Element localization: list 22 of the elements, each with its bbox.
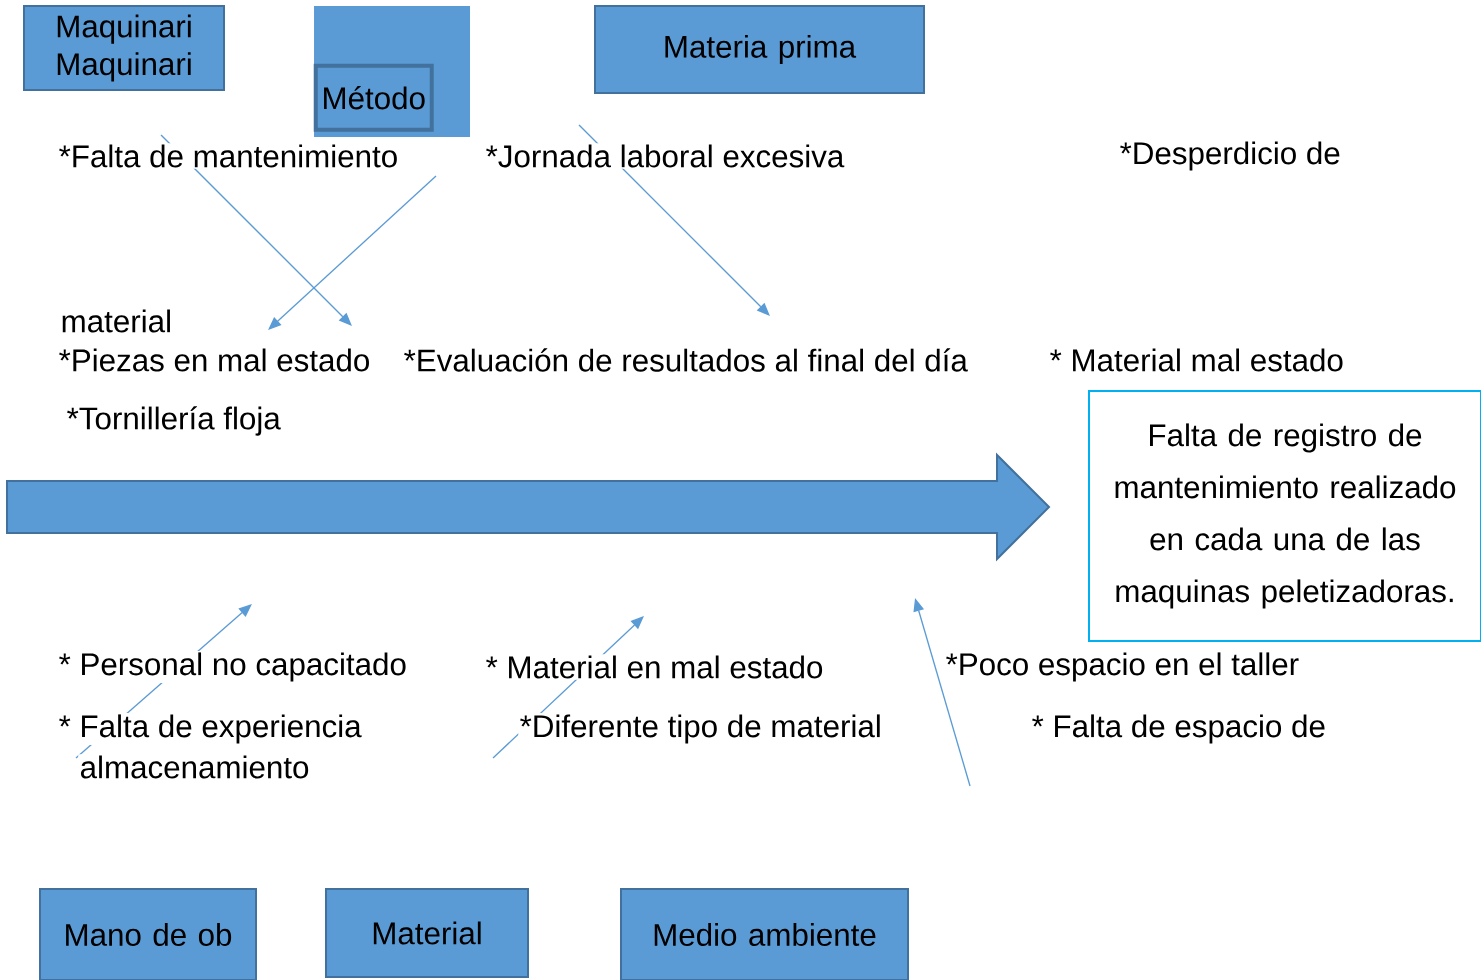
- category-box: Medio ambiente: [620, 888, 909, 980]
- cause-text: *Evaluación de resultados al final del día: [402, 346, 970, 373]
- cause-text: *Poco espacio en el taller: [944, 651, 1301, 683]
- category-box: Método: [313, 63, 434, 132]
- cause-text: *Falta de mantenimiento: [57, 143, 400, 169]
- cause-text: material: [59, 308, 174, 334]
- cause-text: *Diferente tipo de material: [518, 713, 884, 745]
- cause-text: *Jornada laboral excesiva: [484, 143, 846, 169]
- category-box: Maquinari Maquinari: [23, 5, 225, 91]
- cause-text: *Tornillería floja: [65, 404, 283, 438]
- category-box: Materia prima: [594, 5, 925, 94]
- cause-text: * Falta de experiencia: [57, 713, 363, 745]
- cause-text: *Desperdicio de: [1118, 140, 1343, 172]
- cause-text: *Piezas en mal estado: [57, 347, 372, 373]
- cause-text: * Falta de espacio de: [1030, 713, 1328, 745]
- effect-box: Falta de registro de mantenimiento realizado en cada una de las maquinas peletizadoras.: [1088, 390, 1481, 642]
- cause-text: * Personal no capacitado: [57, 651, 409, 683]
- cause-text: * Material mal estado: [1048, 347, 1346, 373]
- cause-text: * Material en mal estado: [484, 654, 825, 680]
- cause-text: almacenamiento: [78, 754, 311, 780]
- category-box: Material: [325, 888, 529, 978]
- category-box: Mano de ob: [39, 888, 257, 980]
